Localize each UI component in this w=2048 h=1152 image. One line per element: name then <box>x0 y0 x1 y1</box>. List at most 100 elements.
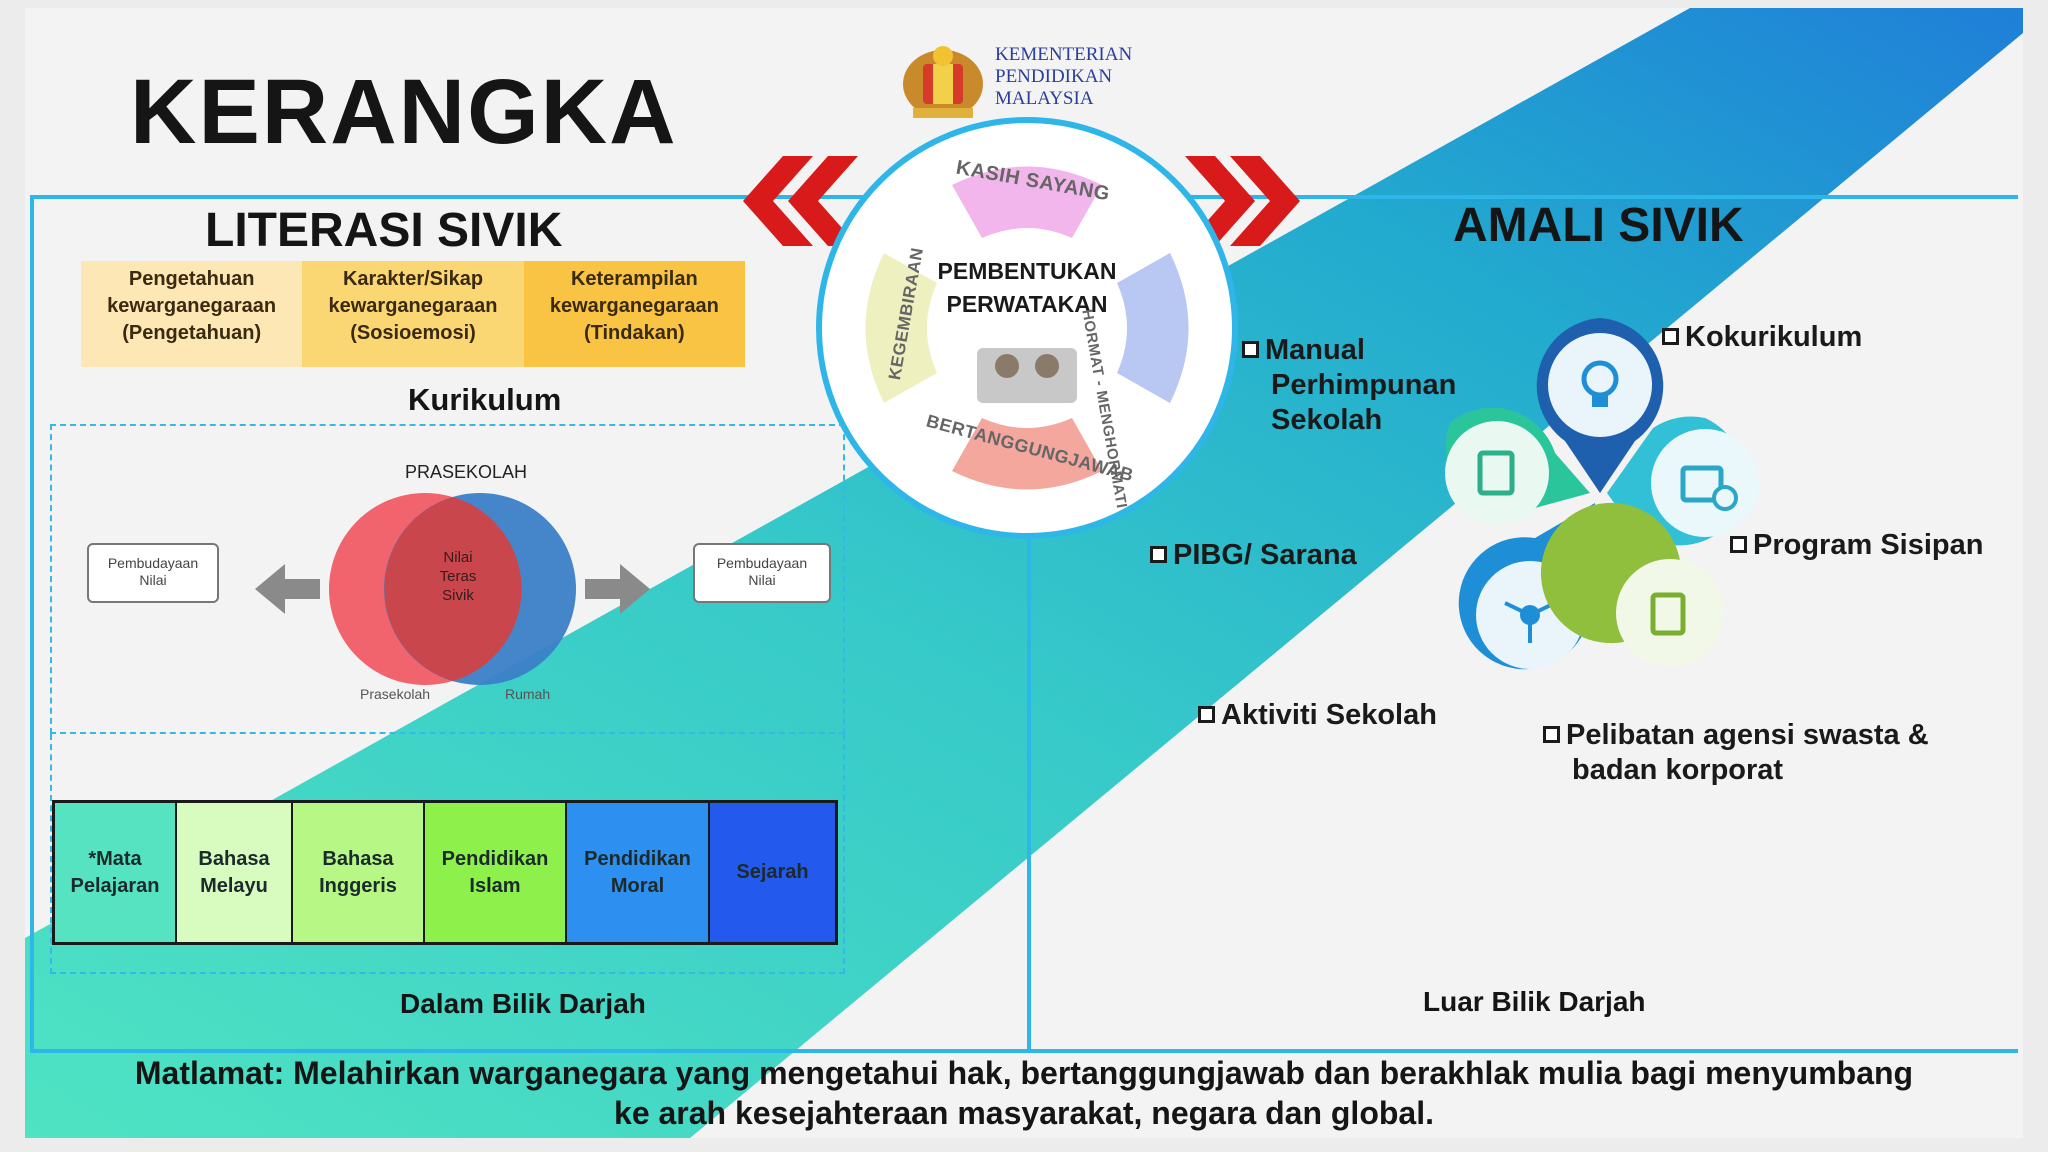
amali-pinwheel <box>1445 318 1759 670</box>
literasi-heading: LITERASI SIVIK <box>205 204 563 257</box>
subject-line: Inggeris <box>319 874 397 897</box>
petal-kegembiraan <box>865 253 937 403</box>
subject-line: Islam <box>469 874 521 897</box>
amali-item-text: Pelibatan agensi swasta & <box>1566 719 1929 751</box>
pembudayaan-right-box: Pembudayaan Nilai <box>693 543 831 603</box>
amali-item-text: PIBG/ Sarana <box>1173 539 1357 571</box>
amali-heading: AMALI SIVIK <box>1453 199 1744 252</box>
subject-line: Bahasa <box>198 847 270 870</box>
petal-hormat <box>1117 253 1189 403</box>
amali-item-text: Kokurikulum <box>1685 321 1863 353</box>
amali-item-pibg: PIBG/ Sarana <box>1150 538 1357 573</box>
pillar-pengetahuan: Pengetahuan kewarganegaraan (Pengetahuan… <box>81 261 303 367</box>
amali-item-text: Aktiviti Sekolah <box>1221 699 1437 731</box>
ministry-name: KEMENTERIAN PENDIDIKAN MALAYSIA <box>995 44 1132 110</box>
arrow-left-icon <box>255 564 320 614</box>
center-divider <box>1027 448 1031 1053</box>
clipboard-check-icon <box>1540 502 1724 667</box>
amali-footer: Luar Bilik Darjah <box>1423 986 1646 1017</box>
calendar-clock-icon <box>1607 416 1759 546</box>
pembudayaan-line: Nilai <box>748 572 776 588</box>
amali-item-aktiviti: Aktiviti Sekolah <box>1198 698 1437 733</box>
amali-item-text: Manual <box>1265 334 1365 366</box>
character-circle <box>816 117 1238 539</box>
chevron-right-icon <box>1185 156 1300 246</box>
students-photo <box>977 348 1077 403</box>
subject-line: *Mata <box>88 847 142 870</box>
amali-item-pelibatan: Pelibatan agensi swasta & badan korporat <box>1543 718 1929 788</box>
pillar-line: kewarganegaraan <box>328 295 498 317</box>
pillar-line: Keterampilan <box>570 268 698 290</box>
venn-center-line: Teras <box>439 568 477 585</box>
pillar-keterampilan: Keterampilan kewarganegaraan (Tindakan) <box>523 261 745 367</box>
venn-diagram <box>255 493 650 685</box>
pillar-line: kewarganegaraan <box>107 295 277 317</box>
goal-statement: Matlamat: Melahirkan warganegara yang me… <box>25 1053 2023 1133</box>
ministry-line2: PENDIDIKAN <box>995 66 1113 87</box>
goal-line2: ke arah kesejahteraan masyarakat, negara… <box>614 1095 1434 1131</box>
chevron-left-icon <box>743 156 858 246</box>
pillar-line: (Pengetahuan) <box>122 322 262 344</box>
venn-center-line: Nilai <box>443 549 473 566</box>
venn-center-line: Sivik <box>442 587 474 604</box>
subjects-dashed-box <box>50 734 845 974</box>
amali-item-text: Program Sisipan <box>1753 529 1984 561</box>
pillar-line: Karakter/Sikap <box>342 268 484 290</box>
pillar-line: (Sosioemosi) <box>350 322 476 344</box>
checkbox-icon <box>1730 536 1747 553</box>
pillar-line: (Tindakan) <box>583 322 685 344</box>
lightbulb-icon <box>1536 318 1664 493</box>
checkbox-icon <box>1150 546 1167 563</box>
amali-item-manual: Manual Perhimpunan Sekolah <box>1242 333 1456 438</box>
pillar-line: Pengetahuan <box>128 268 255 290</box>
amali-item-program: Program Sisipan <box>1730 528 1983 563</box>
pembudayaan-left-box: Pembudayaan Nilai <box>87 543 219 603</box>
page-title: KERANGKA <box>130 61 678 163</box>
subject-line: Pendidikan <box>441 847 549 870</box>
checkbox-icon <box>1242 341 1259 358</box>
amali-item-text: Perhimpunan <box>1271 369 1457 401</box>
petal-bertanggungjawab <box>952 418 1102 490</box>
arrow-right-icon <box>585 564 650 614</box>
subject-line: Sejarah <box>736 861 809 883</box>
subject-line: Bahasa <box>322 847 394 870</box>
coat-of-arms-logo <box>903 46 983 118</box>
venn-center-label: Nilai Teras Sivik <box>433 548 483 605</box>
ministry-line1: KEMENTERIAN <box>995 44 1133 65</box>
amali-item-kokurikulum: Kokurikulum <box>1662 320 1862 355</box>
goal-line1: Matlamat: Melahirkan warganegara yang me… <box>134 1055 1914 1091</box>
pillars-row: Pengetahuan kewarganegaraan (Pengetahuan… <box>81 261 745 367</box>
subject-line: Melayu <box>200 874 268 897</box>
venn-right-label: Rumah <box>505 686 551 702</box>
checkbox-icon <box>1543 726 1560 743</box>
subject-line: Moral <box>610 874 665 897</box>
center-title-line2: PERWATAKAN <box>946 291 1108 317</box>
center-title-line1: PEMBENTUKAN <box>937 258 1117 284</box>
venn-dashed-box <box>50 424 845 734</box>
center-title: PEMBENTUKAN PERWATAKAN <box>907 255 1147 321</box>
pillar-line: kewarganegaraan <box>549 295 719 317</box>
literasi-footer: Dalam Bilik Darjah <box>400 988 646 1019</box>
slide: KERANGKA KEMENTERIAN PENDIDIKAN MALAYSIA… <box>25 8 2023 1138</box>
subject-cell: Sejarah <box>710 803 835 942</box>
pembudayaan-line: Pembudayaan <box>107 555 199 571</box>
amali-item-text: badan korporat <box>1572 754 1784 786</box>
checkbox-icon <box>1662 328 1679 345</box>
checkbox-icon <box>1198 706 1215 723</box>
petal-kasih-sayang <box>952 166 1102 238</box>
kurikulum-label: Kurikulum <box>408 382 562 417</box>
subject-line: Pendidikan <box>584 847 691 870</box>
pembudayaan-line: Pembudayaan <box>716 555 808 571</box>
document-edit-icon <box>1445 407 1590 525</box>
ministry-line3: MALAYSIA <box>995 88 1094 109</box>
pembudayaan-line: Nilai <box>139 572 167 588</box>
subject-line: Pelajaran <box>70 874 160 897</box>
pillar-karakter: Karakter/Sikap kewarganegaraan (Sosioemo… <box>302 261 524 367</box>
amali-item-text: Sekolah <box>1271 404 1383 436</box>
